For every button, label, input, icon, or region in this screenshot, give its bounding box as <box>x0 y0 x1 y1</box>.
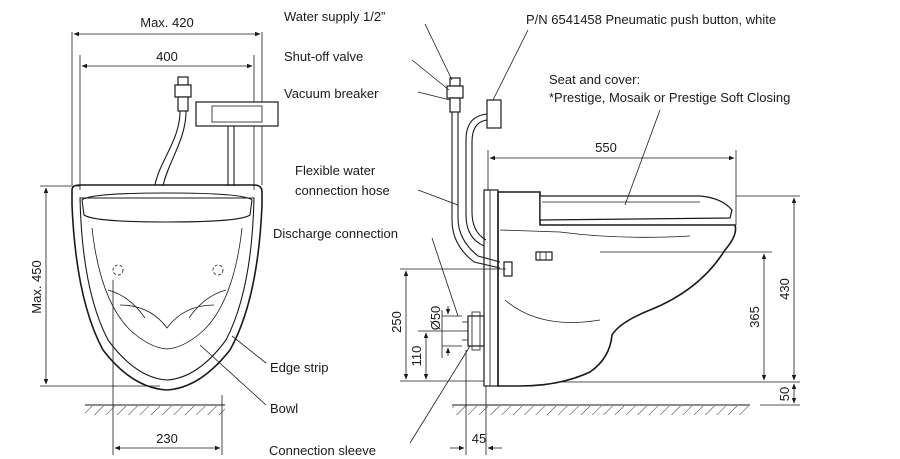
front-floor <box>85 404 225 415</box>
dim-max-450: Max. 450 <box>29 260 44 313</box>
label-hose-line2: connection hose <box>295 183 390 198</box>
dim-dia-50: Ø50 <box>428 306 443 331</box>
label-seat-line2: *Prestige, Mosaik or Prestige Soft Closi… <box>549 90 790 105</box>
wall-plate <box>483 189 499 387</box>
dim-50-floor: 50 <box>777 387 792 401</box>
label-vacuum-breaker: Vacuum breaker <box>284 86 379 101</box>
front-view: Max. 420 400 Max. 450 <box>29 15 279 455</box>
dim-230: 230 <box>156 431 178 446</box>
label-discharge-connection: Discharge connection <box>273 226 398 241</box>
front-valve-and-hose <box>154 76 192 187</box>
side-push-button <box>465 99 502 247</box>
label-seat-line1: Seat and cover: <box>549 72 640 87</box>
dim-400: 400 <box>156 49 178 64</box>
label-edge-strip: Edge strip <box>270 360 329 375</box>
front-bowl <box>71 184 263 391</box>
dim-110: 110 <box>409 346 424 367</box>
dim-550: 550 <box>595 140 617 155</box>
side-floor <box>452 404 750 415</box>
front-push-button-box <box>195 101 279 186</box>
side-valve <box>446 77 501 269</box>
label-shutoff-valve: Shut-off valve <box>284 49 363 64</box>
label-hose-line1: Flexible water <box>295 163 376 178</box>
dim-430: 430 <box>777 278 792 300</box>
side-bowl <box>497 191 737 387</box>
side-view: 550 250 110 Ø50 365 430 50 <box>389 23 800 455</box>
label-push-button: P/N 6541458 Pneumatic push button, white <box>526 12 776 27</box>
label-connection-sleeve: Connection sleeve <box>269 443 376 458</box>
dim-365: 365 <box>747 306 762 328</box>
label-water-supply: Water supply 1/2” <box>284 9 385 24</box>
dim-max-420: Max. 420 <box>140 15 193 30</box>
label-bowl: Bowl <box>270 401 298 416</box>
dim-45: 45 <box>472 431 486 446</box>
dim-250: 250 <box>389 311 404 333</box>
